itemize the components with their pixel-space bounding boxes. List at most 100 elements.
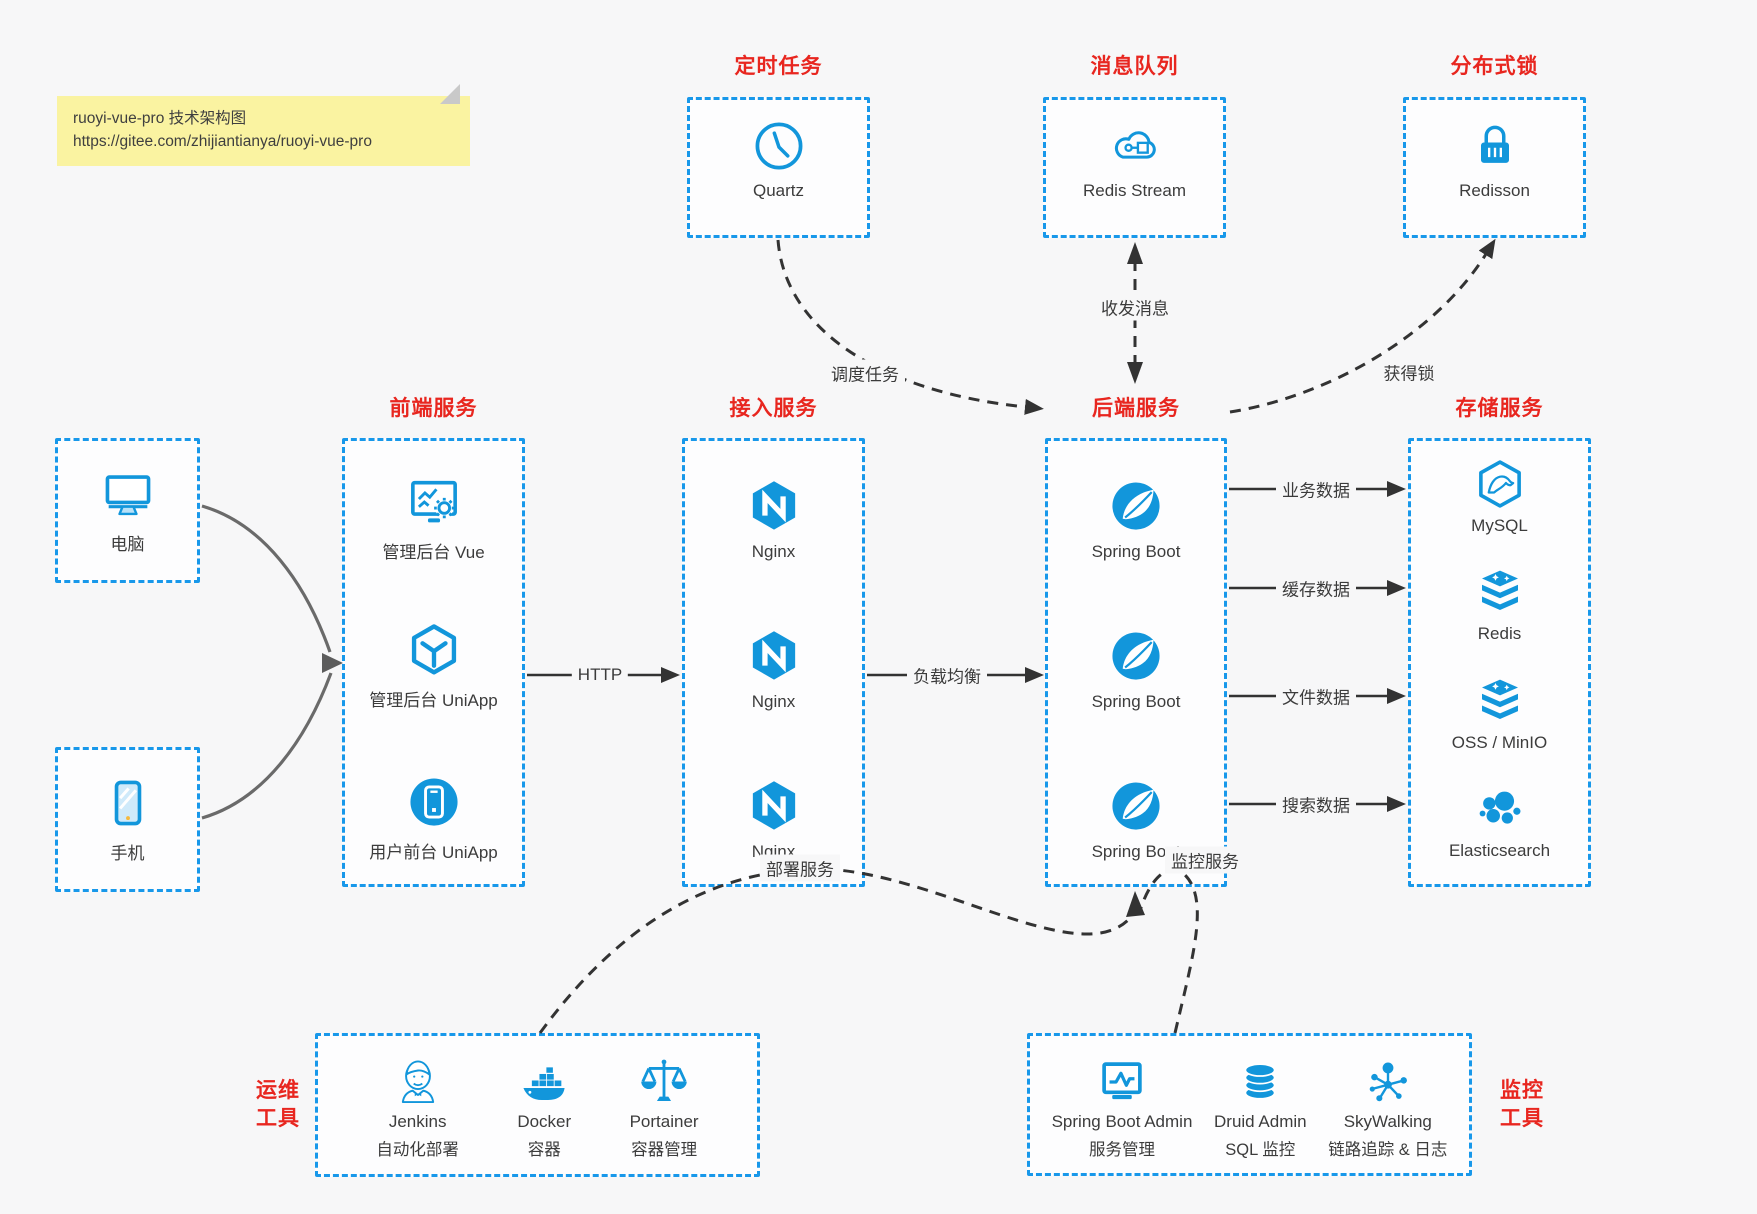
- quartz-box: Quartz: [687, 97, 870, 238]
- user-app-icon: [405, 773, 463, 831]
- client-arrowhead: [322, 653, 343, 673]
- redisson-box: Redisson: [1403, 97, 1586, 238]
- spring-boot-icon: [1107, 627, 1165, 685]
- admin-vue-icon: [405, 473, 463, 531]
- note-fold-corner: [440, 84, 460, 104]
- backend-box: Spring Boot Spring Boot Spring Boot: [1045, 438, 1227, 887]
- client-to-frontend-curves: [201, 504, 333, 820]
- frontend-box: 管理后台 Vue 管理后台 UniApp 用户前台 UniApp: [342, 438, 525, 887]
- spring-boot-label-3: Spring Boot: [1091, 842, 1181, 861]
- oss-minio-label: OSS / MinIO: [1451, 733, 1548, 752]
- monitoring-title-line1: 监控: [1500, 1079, 1544, 1102]
- deploy-monitor-arrowhead: [1126, 891, 1145, 917]
- note-title: ruoyi-vue-pro 技术架构图: [73, 110, 247, 127]
- nginx-icon: [745, 627, 803, 685]
- spring-boot-admin-desc: 服务管理: [1089, 1141, 1155, 1159]
- jenkins-name: Jenkins: [388, 1112, 447, 1131]
- skywalking-item: SkyWalking 链路追踪 & 日志: [1328, 1036, 1447, 1160]
- druid-admin-item: Druid Admin SQL 监控: [1214, 1036, 1307, 1160]
- uniapp-cube-icon: [405, 621, 463, 679]
- mysql-label: MySQL: [1471, 516, 1528, 535]
- nginx-label-1: Nginx: [751, 542, 796, 561]
- title-frontend-services: 前端服务: [389, 397, 478, 420]
- pc-client-box: 电脑: [55, 438, 200, 583]
- note-url: https://gitee.com/zhijiantianya/ruoyi-vu…: [73, 133, 372, 150]
- druid-admin-icon: [1234, 1056, 1286, 1108]
- spring-boot-label-2: Spring Boot: [1091, 692, 1181, 711]
- edge-label-message: 收发消息: [1095, 293, 1175, 321]
- spring-boot-label-1: Spring Boot: [1091, 542, 1181, 561]
- docker-name: Docker: [517, 1112, 572, 1131]
- elasticsearch-icon: [1473, 782, 1527, 836]
- jenkins-desc: 自动化部署: [376, 1141, 459, 1159]
- edge-label-monitor: 监控服务: [1165, 846, 1245, 874]
- redisson-label: Redisson: [1459, 181, 1530, 200]
- mobile-label: 手机: [110, 844, 145, 863]
- monitoring-tools-box: Spring Boot Admin 服务管理 Druid Admin SQL 监…: [1027, 1033, 1472, 1176]
- title-monitoring-tools: 监控 工具: [1482, 1077, 1562, 1133]
- jenkins-item: Jenkins 自动化部署: [376, 1036, 459, 1160]
- message-arrowhead-up: [1127, 242, 1143, 264]
- mysql-icon: [1473, 457, 1527, 511]
- ops-tools-box: Jenkins 自动化部署 Docker 容器 Portainer 容器管理: [315, 1033, 760, 1177]
- title-gateway-services: 接入服务: [729, 397, 818, 420]
- skywalking-desc: 链路追踪 & 日志: [1328, 1141, 1448, 1159]
- solid-arrows: [527, 481, 1406, 812]
- portainer-name: Portainer: [629, 1112, 699, 1131]
- storage-box: MySQL Redis OSS / MinIO Elasticsearch: [1408, 438, 1591, 887]
- spring-boot-icon: [1107, 777, 1165, 835]
- admin-uniapp-label: 管理后台 UniApp: [369, 691, 498, 710]
- spring-boot-admin-icon: [1096, 1056, 1148, 1108]
- spring-boot-admin-item: Spring Boot Admin 服务管理: [1051, 1036, 1193, 1160]
- title-storage-services: 存储服务: [1455, 397, 1544, 420]
- druid-admin-desc: SQL 监控: [1225, 1141, 1296, 1159]
- title-backend-services: 后端服务: [1092, 397, 1180, 420]
- portainer-item: Portainer 容器管理: [630, 1036, 699, 1160]
- cloud-mq-icon: [1107, 118, 1163, 174]
- docker-icon: [518, 1056, 570, 1108]
- druid-admin-name: Druid Admin: [1214, 1112, 1307, 1131]
- title-distributed-lock: 分布式锁: [1450, 55, 1539, 78]
- redis-stream-label: Redis Stream: [1083, 181, 1186, 200]
- nginx-label-2: Nginx: [751, 692, 796, 711]
- edge-label-cache-data: 缓存数据: [1276, 574, 1356, 602]
- edge-label-business-data: 业务数据: [1276, 475, 1356, 503]
- docker-item: Docker 容器: [517, 1036, 571, 1160]
- user-uniapp-label: 用户前台 UniApp: [369, 843, 498, 862]
- admin-vue-label: 管理后台 Vue: [382, 543, 485, 562]
- spring-boot-icon: [1107, 477, 1165, 535]
- edge-label-schedule: 调度任务: [825, 359, 905, 387]
- edge-label-lock: 获得锁: [1377, 358, 1441, 386]
- quartz-label: Quartz: [752, 181, 805, 200]
- portainer-icon: [638, 1056, 690, 1108]
- pc-label: 电脑: [110, 535, 145, 554]
- edge-label-http: HTTP: [571, 664, 629, 686]
- redis-label: Redis: [1477, 624, 1522, 643]
- redis-icon: [1473, 565, 1527, 619]
- portainer-desc: 容器管理: [631, 1141, 698, 1159]
- edge-label-load-balance: 负载均衡: [907, 661, 987, 689]
- docker-desc: 容器: [527, 1141, 561, 1159]
- redis-stream-box: Redis Stream: [1043, 97, 1226, 238]
- ops-title-line1: 运维: [256, 1079, 300, 1102]
- title-message-queue: 消息队列: [1090, 55, 1179, 78]
- nginx-icon: [745, 477, 803, 535]
- spring-boot-admin-name: Spring Boot Admin: [1051, 1112, 1193, 1131]
- monitoring-title-line2: 工具: [1500, 1107, 1544, 1130]
- nginx-icon: [745, 777, 803, 835]
- jenkins-icon: [392, 1056, 444, 1108]
- lock-icon: [1467, 118, 1523, 174]
- gateway-box: Nginx Nginx Nginx: [682, 438, 865, 887]
- title-scheduled-tasks: 定时任务: [734, 55, 823, 78]
- ops-title-line2: 工具: [256, 1107, 300, 1130]
- message-arrowhead-down: [1127, 362, 1143, 384]
- clock-icon: [751, 118, 807, 174]
- oss-minio-icon: [1473, 674, 1527, 728]
- title-ops-tools: 运维 工具: [238, 1077, 318, 1133]
- edge-label-file-data: 文件数据: [1276, 682, 1356, 710]
- edge-label-deploy: 部署服务: [760, 854, 840, 882]
- elasticsearch-label: Elasticsearch: [1448, 841, 1551, 860]
- skywalking-icon: [1362, 1056, 1414, 1108]
- desktop-icon: [99, 465, 157, 523]
